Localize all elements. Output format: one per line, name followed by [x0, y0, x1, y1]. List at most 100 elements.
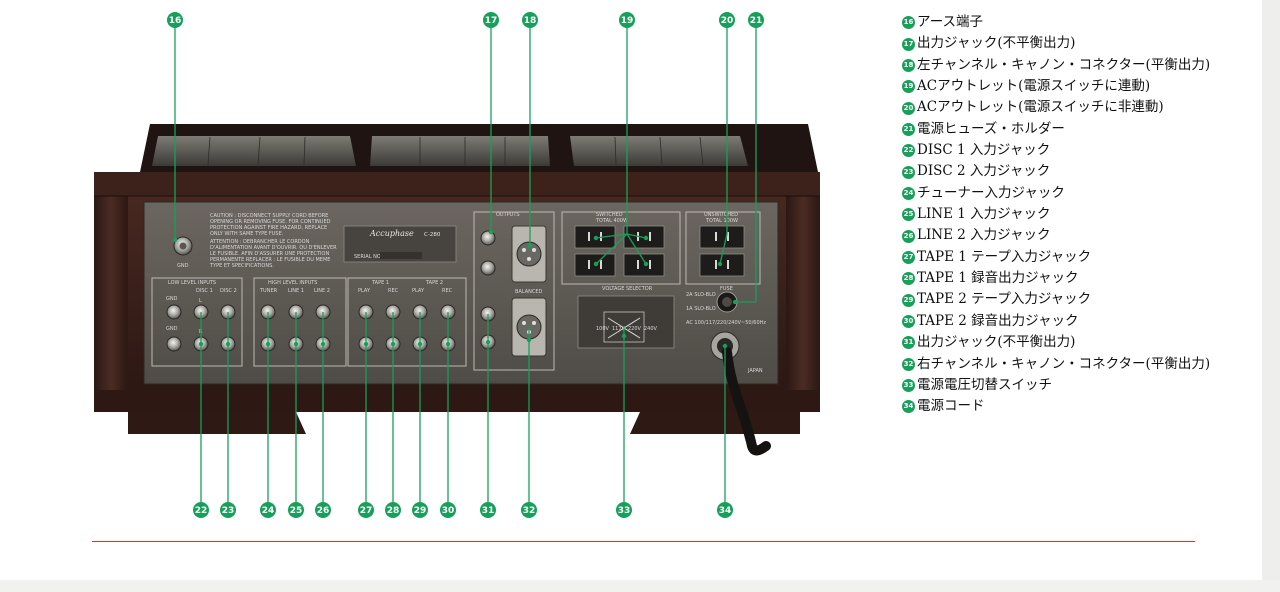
line1-label: LINE 1	[288, 288, 304, 294]
legend-number: 29	[902, 293, 915, 307]
legend-text: DISC 1 入力ジャック	[917, 142, 1051, 159]
legend-text: 電源コード	[917, 398, 985, 415]
high-level-inputs-label: HIGH LEVEL INPUTS	[268, 280, 317, 286]
legend-text: DISC 2 入力ジャック	[917, 163, 1051, 180]
svg-text:34: 34	[719, 506, 732, 516]
legend-number: 22	[902, 144, 915, 158]
legend-text: TAPE 2 録音出力ジャック	[917, 312, 1079, 329]
callout-25: 25	[288, 502, 304, 518]
callout-23: 23	[220, 502, 236, 518]
unswitched-label: UNSWITCHED	[704, 212, 738, 218]
fuse-label: FUSE	[720, 286, 733, 292]
svg-text:24: 24	[262, 506, 275, 516]
caution-line-9: TYPE ET SPECIFICATIONS.	[209, 263, 274, 269]
xlr-connector-left	[511, 225, 547, 283]
gnd-label: GND	[177, 263, 189, 269]
outputs-label: OUTPUTS	[496, 212, 520, 218]
caution-line-4: ONLY WITH SAME TYPE FUSE.	[210, 231, 284, 237]
legend-text: チューナー入力ジャック	[917, 184, 1065, 201]
legend-number: 25	[902, 208, 915, 222]
tape2-rec-label: REC	[442, 288, 453, 294]
svg-text:17: 17	[485, 16, 498, 26]
disc1-label: DISC 1	[196, 288, 213, 294]
balanced-label: BALANCED	[515, 289, 543, 295]
rear-panel	[143, 201, 779, 385]
ac-outlets: SWITCHED TOTAL 400W UNSWITCHED TOTAL 100…	[561, 211, 761, 285]
callout-28: 28	[385, 502, 401, 518]
model-label: C-280	[424, 232, 441, 238]
callout-26: 26	[315, 502, 331, 518]
callout-27: 27	[358, 502, 374, 518]
disc2-label: DISC 2	[220, 288, 237, 294]
fuse-spec-1: 2A SLO-BLO	[686, 292, 716, 298]
japan-label: JAPAN	[747, 368, 763, 374]
gnd-low-label: GND	[166, 296, 178, 302]
caution-line-5: ATTENTION : DEBRANCHER LE CORDON	[210, 239, 310, 245]
gnd-terminal: GND	[173, 236, 193, 269]
leader-dots	[172, 229, 738, 349]
callout-20: 20	[719, 12, 735, 28]
legend-text: LINE 2 入力ジャック	[917, 227, 1051, 244]
svg-text:19: 19	[621, 16, 634, 26]
top-vents	[140, 124, 818, 172]
legend-text: 左チャンネル・キャノン・コネクター(平衡出力)	[917, 56, 1211, 73]
callout-19: 19	[619, 12, 635, 28]
tape2-label: TAPE 2	[425, 280, 443, 286]
gnd-low-label-2: GND	[166, 326, 178, 332]
legend-number: 27	[902, 250, 915, 264]
legend-text: 出力ジャック(不平衡出力)	[917, 35, 1076, 52]
legend-number: 21	[902, 122, 915, 136]
legend-number: 16	[902, 16, 915, 30]
tape1-label: TAPE 1	[371, 280, 389, 286]
legend-number: 24	[902, 186, 915, 200]
svg-text:22: 22	[195, 506, 208, 516]
legend-text: LINE 1 入力ジャック	[917, 206, 1051, 223]
callout-32: 32	[521, 502, 537, 518]
svg-text:27: 27	[360, 506, 373, 516]
serial-label: SERIAL NO.	[354, 254, 383, 260]
legend-number: 28	[902, 272, 915, 286]
callout-21: 21	[748, 12, 764, 28]
svg-text:18: 18	[524, 16, 537, 26]
legend-text: ACアウトレット(電源スイッチに非連動)	[917, 99, 1164, 116]
voltage-selector: VOLTAGE SELECTOR 100V 117V 220V 240V	[577, 286, 675, 349]
legend-text: 出力ジャック(不平衡出力)	[917, 334, 1076, 351]
legend-number: 23	[902, 165, 915, 179]
legend-number: 34	[902, 400, 915, 414]
callout-34: 34	[717, 502, 733, 518]
callout-18: 18	[522, 12, 538, 28]
svg-text:30: 30	[442, 506, 455, 516]
caution-line-8: PERMANENTE REPLACER : LE FUSIBLE DU MEME	[210, 257, 330, 263]
tape1-rec-label: REC	[388, 288, 399, 294]
legend-number: 33	[902, 379, 915, 393]
legend-number: 30	[902, 314, 915, 328]
callout-17: 17	[483, 12, 499, 28]
input-jack-section: LOW LEVEL INPUTS HIGH LEVEL INPUTS DISC …	[151, 277, 467, 367]
svg-text:29: 29	[414, 506, 427, 516]
caution-line-7: LE FUSIBLE. AFIN D'ASSURER UNE PROTECTIO…	[210, 251, 329, 257]
legend-text: 右チャンネル・キャノン・コネクター(平衡出力)	[917, 355, 1211, 372]
svg-text:23: 23	[222, 506, 235, 516]
legend-number: 32	[902, 357, 915, 371]
legend-text: 電源ヒューズ・ホルダー	[917, 120, 1065, 137]
caution-line-3: PROTECTION AGAINST FIRE HAZARD, REPLACE	[210, 225, 327, 231]
tape2-play-label: PLAY	[412, 288, 425, 294]
ac-rating-label: AC 100/117/220/240V~50/60Hz	[686, 320, 766, 326]
